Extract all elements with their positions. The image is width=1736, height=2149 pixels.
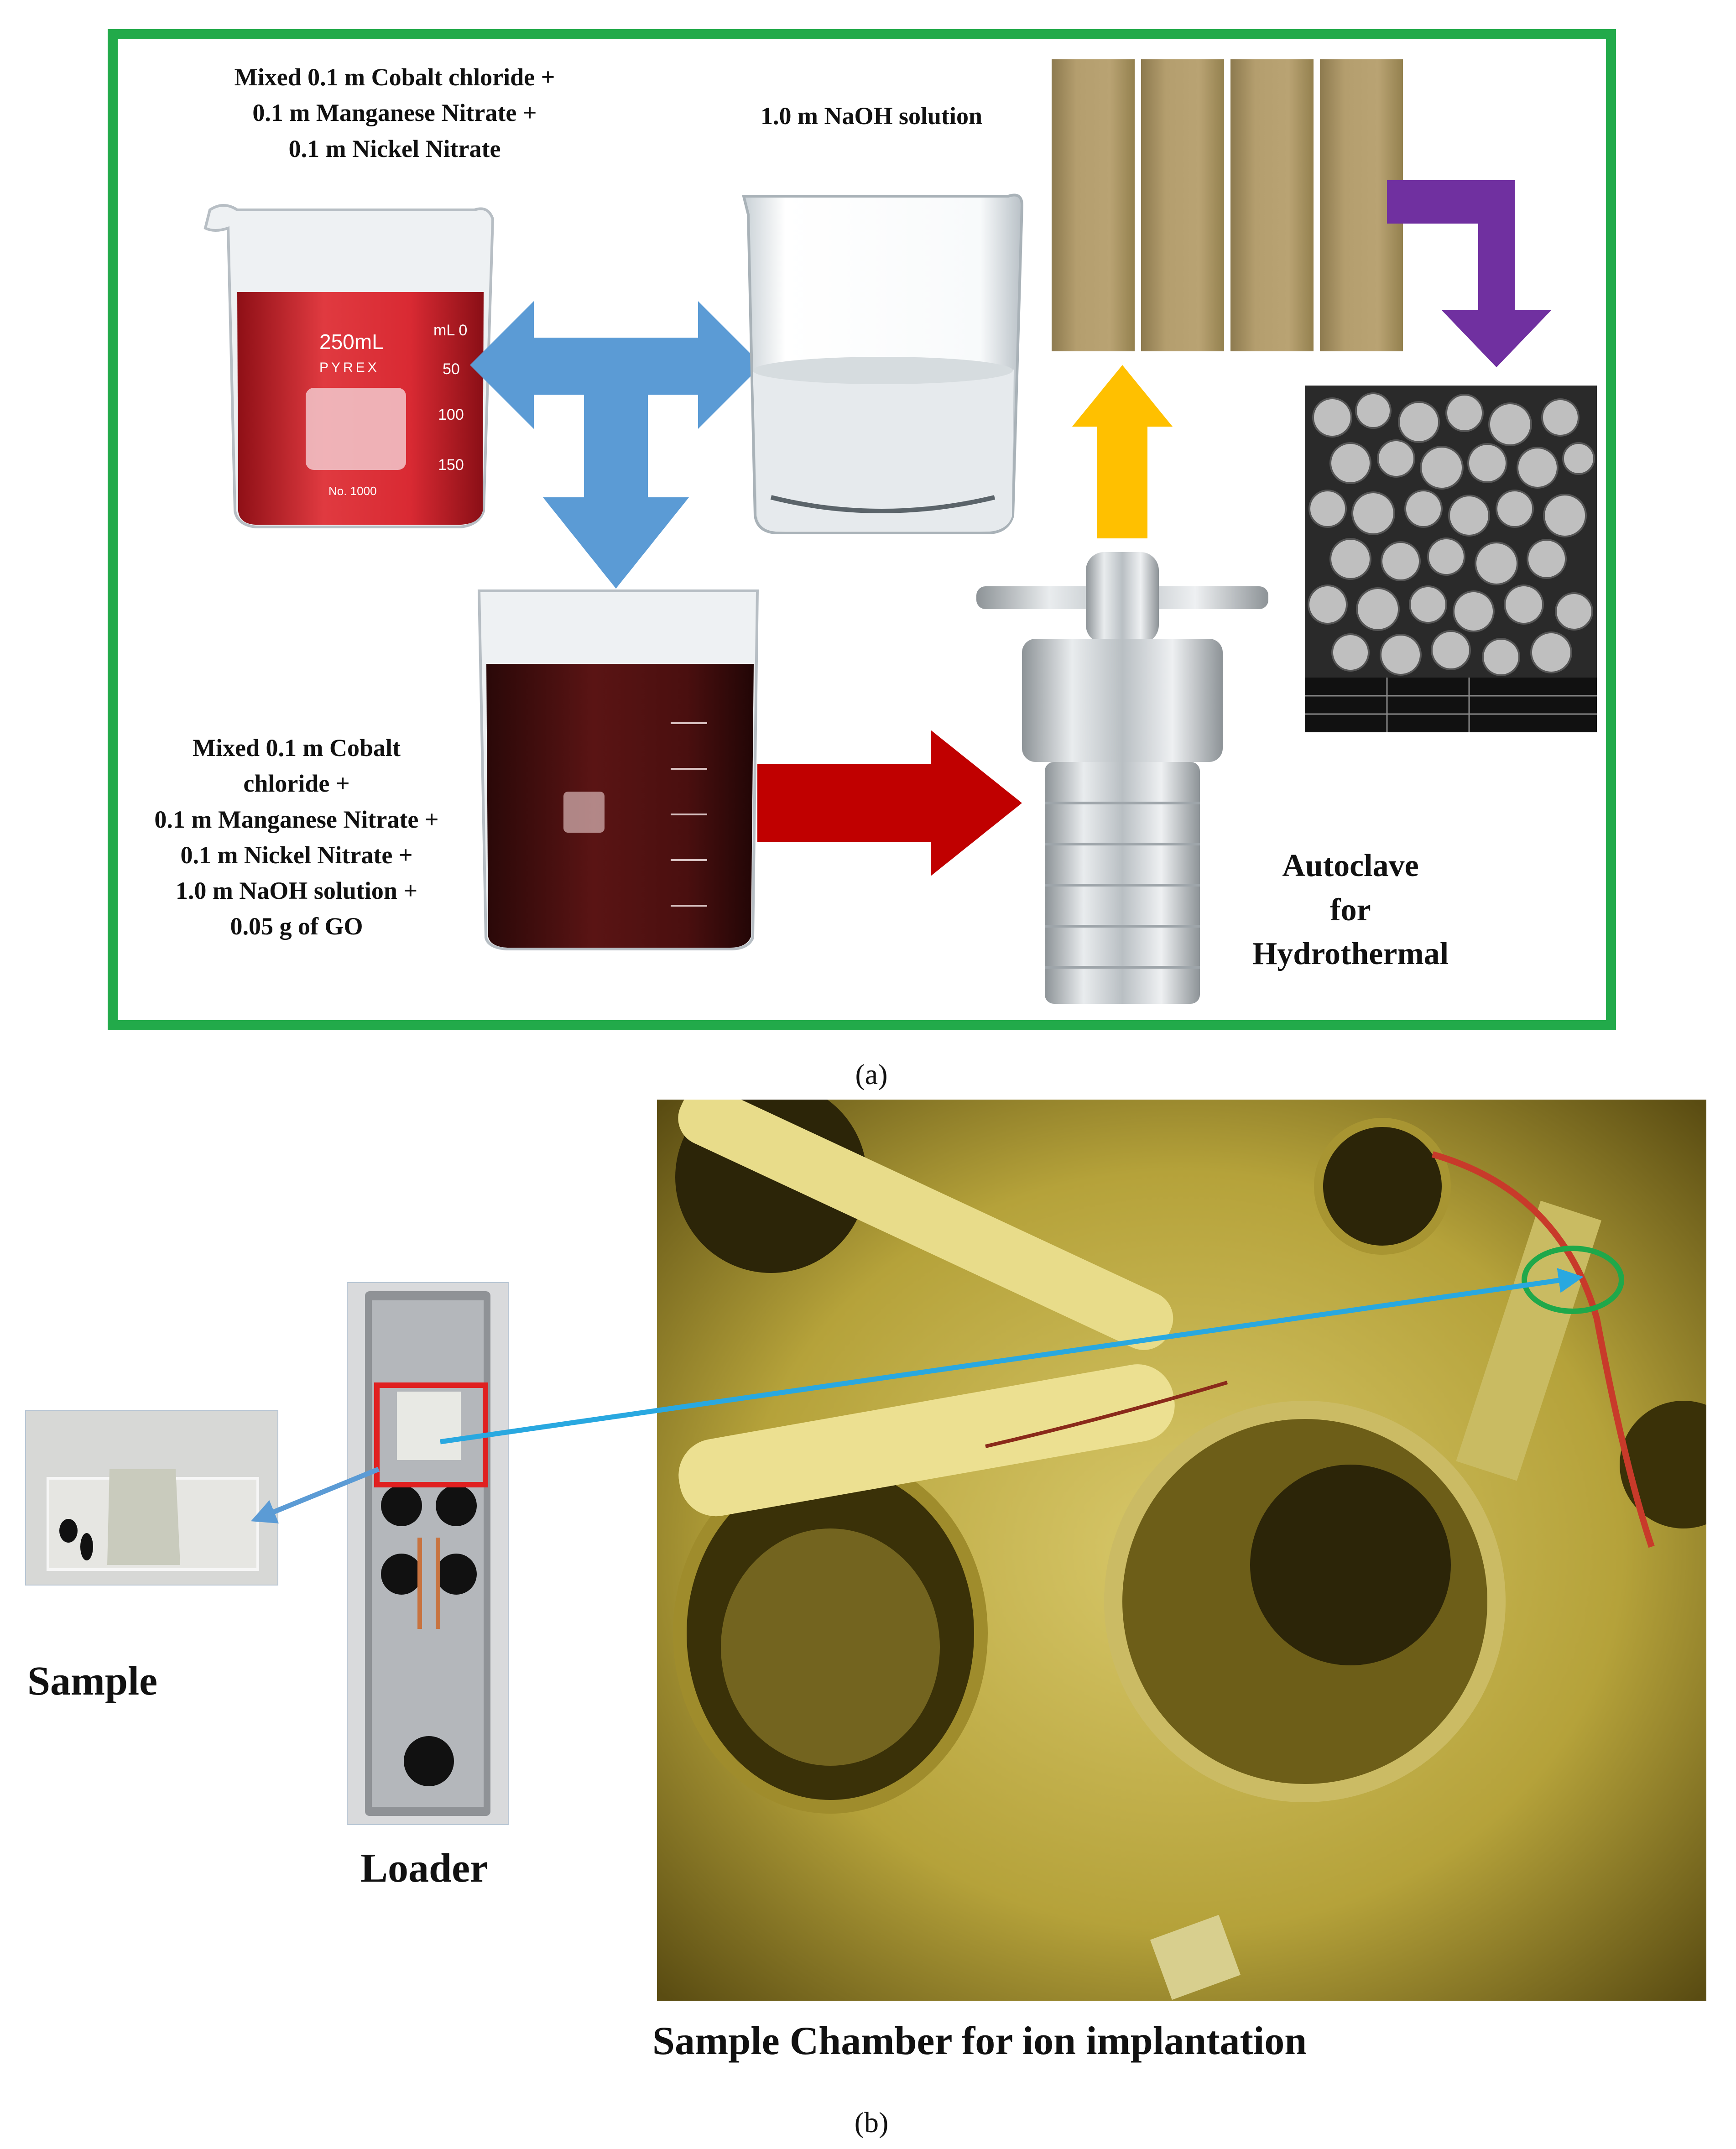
caption-b: (b) (854, 2106, 889, 2139)
label-naoh-solution: 1.0 m NaOH solution (760, 102, 983, 130)
blue-t-arrow (470, 301, 762, 589)
naoh-beaker-photo (742, 193, 1024, 534)
panel-a-frame (108, 29, 1616, 1030)
beaker-mark-150: 150 (438, 456, 464, 474)
beaker-mark-100: 100 (438, 406, 464, 423)
coated-film-strips (1052, 59, 1403, 351)
beaker-volume-text: 250mL (319, 330, 384, 354)
chamber-highlight-circle (1522, 1246, 1624, 1314)
label-sample: Sample (27, 1659, 158, 1704)
ion-implantation-chamber-photo (657, 1100, 1706, 2001)
yellow-up-arrow (1072, 365, 1173, 538)
loader-photo (347, 1282, 509, 1825)
beaker-number-text: No. 1000 (328, 484, 377, 498)
purple-bent-arrow (1387, 180, 1551, 367)
label-autoclave: Autoclave for Hydrothermal (1252, 848, 1449, 972)
loader-highlight-box (374, 1382, 488, 1487)
autoclave-photo (976, 552, 1268, 1004)
sem-micrograph (1305, 386, 1597, 732)
sample-photo (25, 1410, 278, 1586)
label-mixed-solution-top: Mixed 0.1 m Cobalt chloride + 0.1 m Mang… (234, 63, 555, 162)
label-mixed-solution-bottom: Mixed 0.1 m Cobalt chloride + 0.1 m Mang… (154, 734, 439, 940)
red-right-arrow (757, 730, 1022, 876)
caption-a: (a) (855, 1058, 888, 1090)
beaker-mark-0: mL 0 (433, 322, 467, 339)
beaker-mark-50: 50 (443, 360, 460, 378)
dark-mixture-beaker-photo (477, 589, 759, 950)
label-loader: Loader (360, 1846, 488, 1891)
red-beaker-photo: 250mL PYREX mL 0 50 100 150 No. 1000 (203, 204, 495, 528)
label-sample-chamber: Sample Chamber for ion implantation (652, 2019, 1307, 2063)
beaker-brand-text: PYREX (319, 360, 380, 375)
